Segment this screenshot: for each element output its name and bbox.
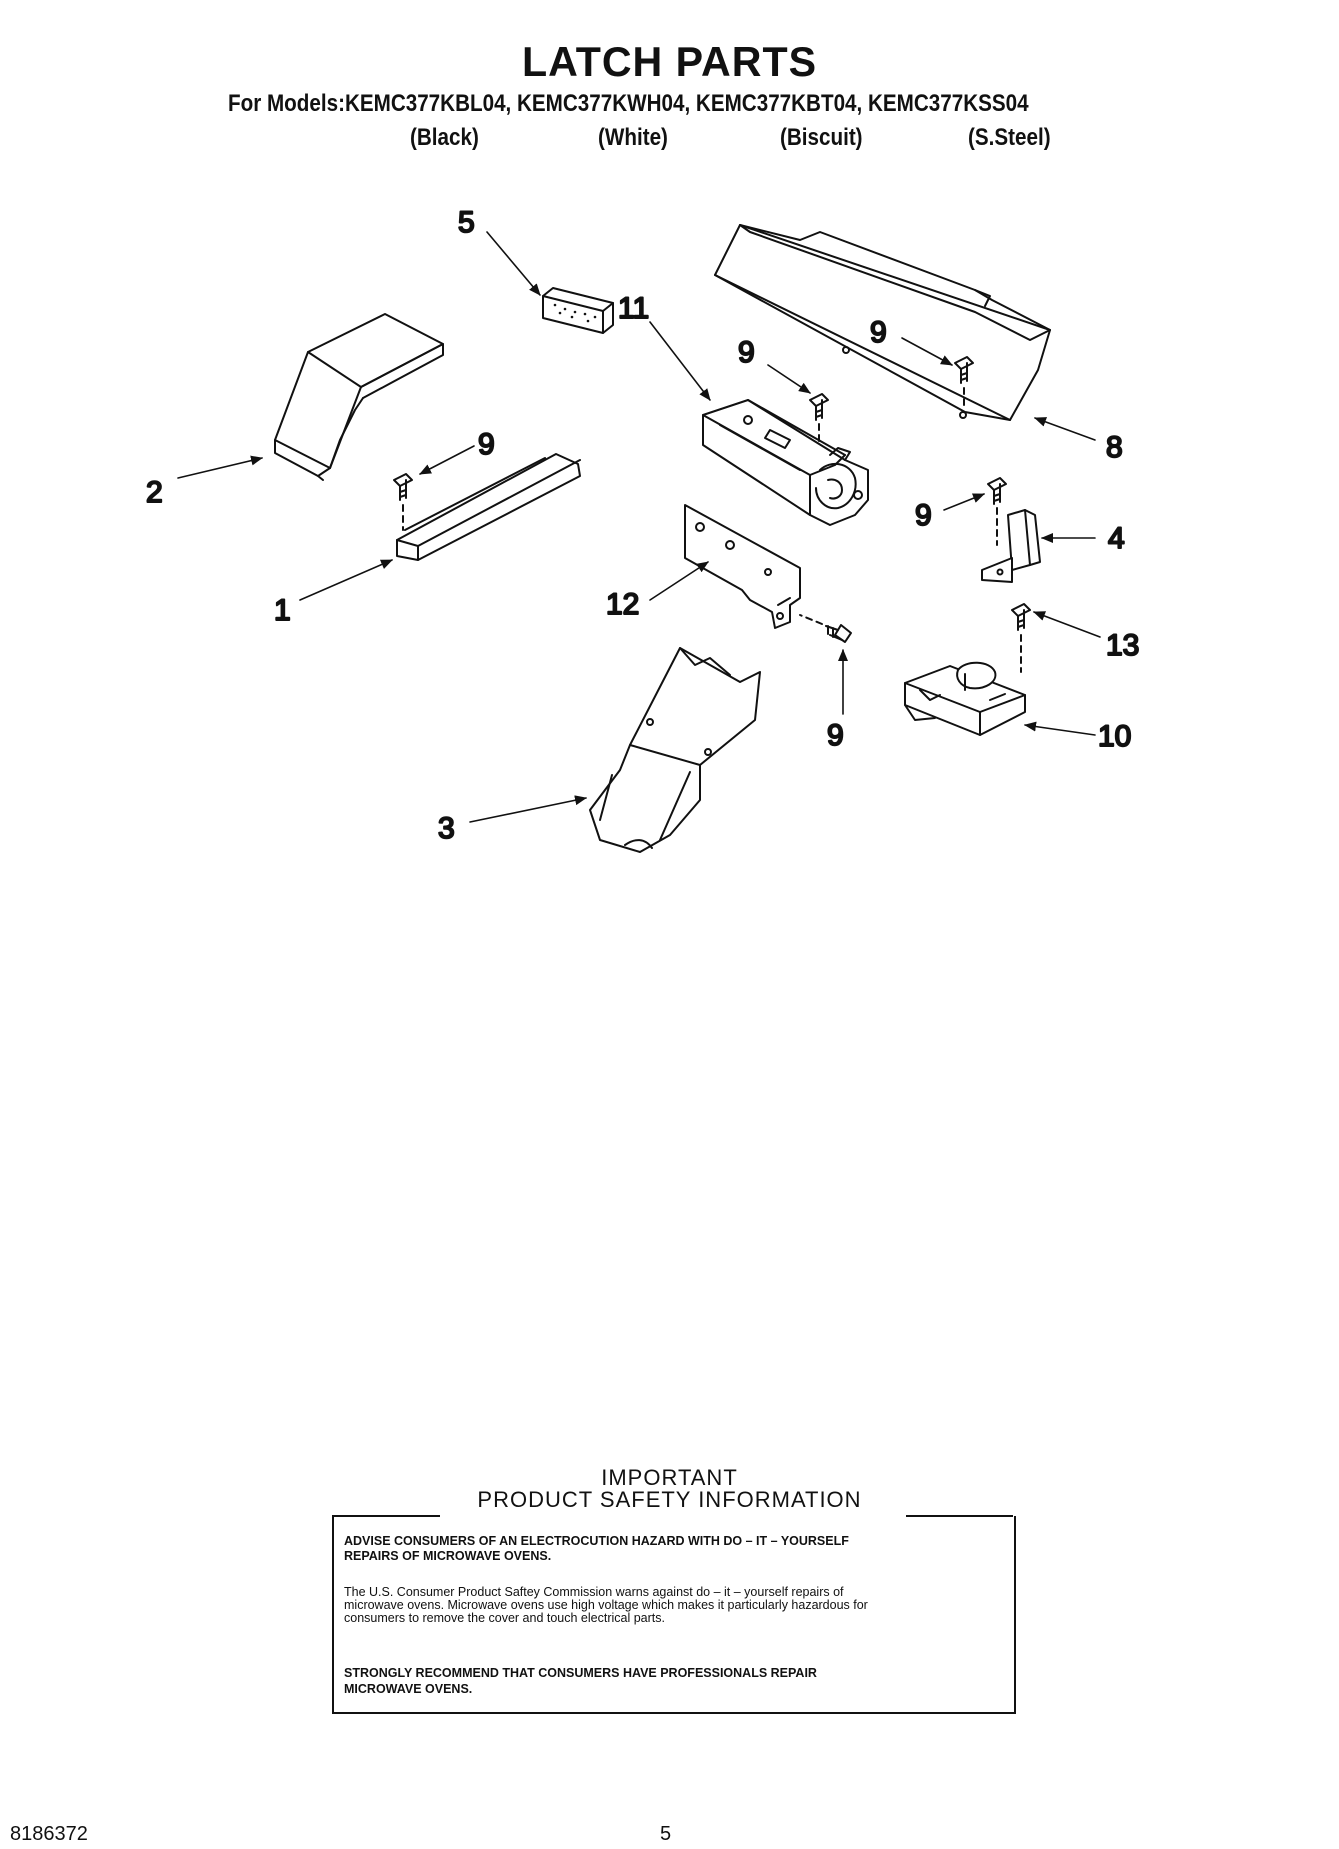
part-3-bracket — [589, 647, 761, 853]
callout-12: 12 — [606, 588, 639, 621]
callout-13: 13 — [1106, 629, 1139, 662]
part-1-bar — [396, 453, 581, 561]
safety-advise-line1: ADVISE CONSUMERS OF AN ELECTROCUTION HAZ… — [344, 1534, 849, 1548]
callout-9-right-mid: 9 — [915, 499, 932, 532]
leader-lines — [177, 231, 1101, 823]
models-line: For Models:KEMC377KBL04, KEMC377KWH04, K… — [228, 90, 1029, 117]
part-10-switch — [904, 661, 1026, 736]
part-2-cover — [274, 313, 444, 481]
part-12-plate — [684, 504, 801, 629]
callout-9-right-top: 9 — [870, 316, 887, 349]
page-number: 5 — [660, 1823, 672, 1845]
safety-heading-important: IMPORTANT — [601, 1465, 738, 1490]
safety-cpsc-line3: consumers to remove the cover and touch … — [344, 1611, 665, 1625]
screw-9-e — [799, 614, 852, 643]
callout-2: 2 — [146, 476, 163, 509]
part-11-latch-assembly — [702, 399, 869, 526]
callout-10: 10 — [1098, 720, 1131, 753]
screw-9-a — [393, 473, 413, 531]
safety-recommend-line1: STRONGLY RECOMMEND THAT CONSUMERS HAVE P… — [344, 1666, 817, 1680]
callout-11: 11 — [618, 292, 649, 325]
safety-cpsc-line2: microwave ovens. Microwave ovens use hig… — [344, 1598, 868, 1612]
doc-number: 8186372 — [10, 1823, 88, 1845]
callout-9-bottom: 9 — [827, 719, 844, 752]
callout-9-top: 9 — [738, 336, 755, 369]
callout-9-left: 9 — [478, 428, 495, 461]
safety-advise-line2: REPAIRS OF MICROWAVE OVENS. — [344, 1549, 552, 1563]
screw-9-d — [987, 477, 1007, 546]
safety-heading-info: PRODUCT SAFETY INFORMATION — [477, 1487, 862, 1512]
callout-5: 5 — [458, 206, 475, 239]
safety-cpsc-line1: The U.S. Consumer Product Saftey Commiss… — [344, 1585, 844, 1599]
callout-8: 8 — [1106, 431, 1123, 464]
screw-13 — [1011, 603, 1031, 673]
color-white: (White) — [598, 124, 668, 151]
screw-9-c — [954, 356, 974, 411]
callout-1: 1 — [274, 594, 291, 627]
safety-recommend-line2: MICROWAVE OVENS. — [344, 1682, 473, 1696]
color-black: (Black) — [410, 124, 479, 151]
screw-9-b — [809, 393, 829, 446]
color-ssteel: (S.Steel) — [968, 124, 1051, 151]
page-title: LATCH PARTS — [521, 38, 818, 85]
callout-4: 4 — [1108, 522, 1125, 555]
callout-3: 3 — [438, 812, 455, 845]
part-5-block — [542, 287, 614, 334]
color-biscuit: (Biscuit) — [780, 124, 863, 151]
safety-box: ADVISE CONSUMERS OF AN ELECTROCUTION HAZ… — [332, 1516, 1016, 1714]
part-4-bracket — [981, 509, 1041, 583]
